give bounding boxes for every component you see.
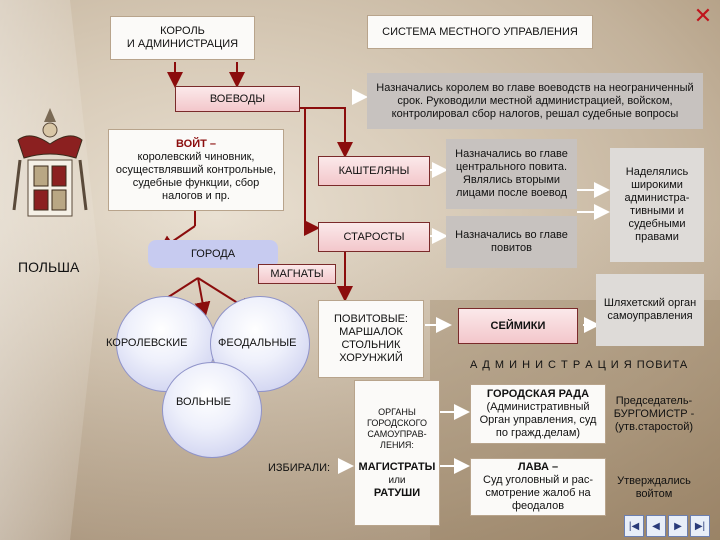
nav-prev-button[interactable]: ◀ xyxy=(646,515,666,537)
nav-last-button[interactable]: ▶| xyxy=(690,515,710,537)
title-box: СИСТЕМА МЕСТНОГО УПРАВЛЕНИЯ xyxy=(367,15,593,49)
shlyakta-note-text: Шляхетский орган самоуправления xyxy=(603,297,697,322)
admin-povita-label: А Д М И Н И С Т Р А Ц И Я ПОВИТА xyxy=(470,359,689,371)
volnye-circle xyxy=(162,362,262,458)
voevody-note: Назначались королем во главе воеводств н… xyxy=(367,73,703,129)
burgomistr-note: Председатель- БУРГОМИСТР - (утв.старосто… xyxy=(606,384,702,444)
king-box: КОРОЛЬ И АДМИНИСТРАЦИЯ xyxy=(110,16,255,60)
burgomistr-text: Председатель- БУРГОМИСТР - (утв.старосто… xyxy=(613,394,695,433)
feodalnye-label: ФЕОДАЛЬНЫЕ xyxy=(218,337,297,349)
lava-title: ЛАВА – xyxy=(517,461,559,473)
seymiki-box: СЕЙМИКИ xyxy=(458,308,578,344)
korolevskie-label: КОРОЛЕВСКИЕ xyxy=(106,337,188,349)
lava-box: ЛАВА – Суд уголовный и рас-смотрение жал… xyxy=(470,458,606,516)
nav-next-icon: ▶ xyxy=(674,520,682,532)
magnaty-box: МАГНАТЫ xyxy=(258,264,336,284)
starosty-note-text: Назначались во главе повитов xyxy=(455,229,568,254)
starosty-note: Назначались во главе повитов xyxy=(446,216,577,268)
lava-body: Суд уголовный и рас-смотрение жалоб на ф… xyxy=(483,474,593,512)
seymiki-label: СЕЙМИКИ xyxy=(490,319,546,332)
organy-box: ОРГАНЫ ГОРОДСКОГО САМОУПРАВ-ЛЕНИЯ: МАГИС… xyxy=(354,380,440,526)
lava-note-text: Утверждались войтом xyxy=(617,475,691,500)
magnaty-label: МАГНАТЫ xyxy=(270,267,324,280)
povitovye-text: ПОВИТОВЫЕ: МАРШАЛОК СТОЛЬНИК ХОРУНЖИЙ xyxy=(334,313,408,364)
endowed-note-text: Наделялись широкими администра-тивными и… xyxy=(624,166,690,243)
shlyakta-note: Шляхетский орган самоуправления xyxy=(596,274,704,346)
goroda-label: ГОРОДА xyxy=(190,247,236,260)
nav-next-button[interactable]: ▶ xyxy=(668,515,688,537)
rada-box: ГОРОДСКАЯ РАДА (Административный Орган у… xyxy=(470,384,606,444)
nav-first-button[interactable]: |◀ xyxy=(624,515,644,537)
nav-first-icon: |◀ xyxy=(628,520,640,532)
kashtelyany-box: КАШТЕЛЯНЫ xyxy=(318,156,430,186)
goroda-box: ГОРОДА xyxy=(148,240,278,268)
endowed-note: Наделялись широкими администра-тивными и… xyxy=(610,148,704,262)
volnye-label: ВОЛЬНЫЕ xyxy=(176,396,231,408)
kashtelyany-note-text: Назначались во главе центрального повита… xyxy=(455,148,568,199)
kashtelyany-note: Назначались во главе центрального повита… xyxy=(446,139,577,209)
king-label: КОРОЛЬ И АДМИНИСТРАЦИЯ xyxy=(126,25,239,50)
ili-label: или xyxy=(388,474,406,486)
starosty-box: СТАРОСТЫ xyxy=(318,222,430,252)
page-title: СИСТЕМА МЕСТНОГО УПРАВЛЕНИЯ xyxy=(382,25,578,38)
polsha-label: ПОЛЬША xyxy=(18,259,80,275)
organy-title: ОРГАНЫ ГОРОДСКОГО САМОУПРАВ-ЛЕНИЯ: xyxy=(366,406,428,450)
close-icon[interactable]: ✕ xyxy=(693,3,713,28)
nav-prev-icon: ◀ xyxy=(652,520,660,532)
voit-title: ВОЙТ – xyxy=(175,137,217,150)
rada-body: (Административный Орган управления, суд … xyxy=(479,401,597,439)
rada-title: ГОРОДСКАЯ РАДА xyxy=(486,388,590,400)
voit-body: королевский чиновник, осуществлявший кон… xyxy=(115,150,277,202)
coat-of-arms-icon xyxy=(12,108,88,217)
kashtelyany-label: КАШТЕЛЯНЫ xyxy=(338,164,410,177)
voit-box: ВОЙТ – королевский чиновник, осуществляв… xyxy=(108,129,284,211)
ratushi-label: РАТУШИ xyxy=(373,486,421,499)
nav-last-icon: ▶| xyxy=(694,520,706,532)
starosty-label: СТАРОСТЫ xyxy=(343,230,405,243)
voevody-label: ВОЕВОДЫ xyxy=(209,92,266,105)
lava-note: Утверждались войтом xyxy=(606,466,702,510)
voevody-note-text: Назначались королем во главе воеводств н… xyxy=(376,81,694,120)
magistraty-label: МАГИСТРАТЫ xyxy=(358,460,436,473)
izbirali-label: ИЗБИРАЛИ: xyxy=(268,462,331,474)
povitovye-box: ПОВИТОВЫЕ: МАРШАЛОК СТОЛЬНИК ХОРУНЖИЙ xyxy=(318,300,424,378)
voevody-box: ВОЕВОДЫ xyxy=(175,86,300,112)
